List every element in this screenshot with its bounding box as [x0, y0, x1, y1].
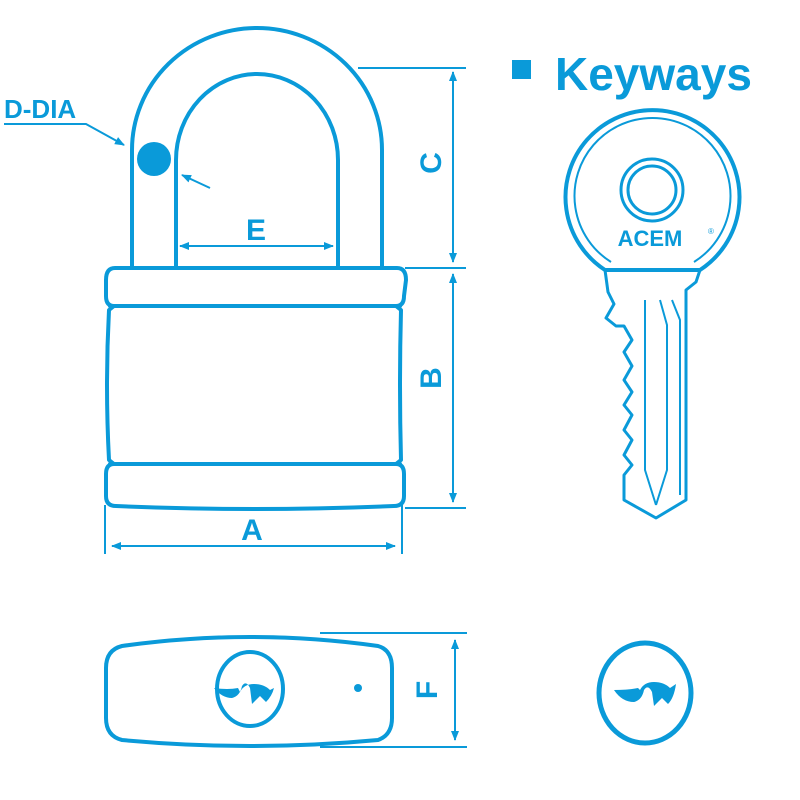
keyway-profile — [596, 640, 694, 746]
dimension-e-label: E — [246, 214, 266, 247]
diameter-dot-icon — [137, 142, 171, 176]
keyways-heading: Keyways — [512, 48, 752, 100]
dimension-f: F — [320, 632, 467, 748]
keyways-title: Keyways — [555, 48, 752, 100]
pin-dot-icon — [354, 684, 362, 692]
lock-body — [104, 266, 408, 511]
key-brand-mark: ® — [708, 227, 714, 236]
dimension-e: E — [179, 214, 334, 250]
d-dia-annotation: D-DIA — [4, 94, 211, 189]
dimension-c: C — [358, 67, 466, 269]
dimension-f-label: F — [411, 681, 444, 699]
dimension-a-label: A — [241, 514, 263, 547]
lock-bottom-view — [104, 635, 394, 748]
dimension-a: A — [104, 505, 403, 554]
keyway-glyph-icon — [214, 683, 274, 704]
key-brand: ACEM — [618, 226, 683, 251]
bullet-square-icon — [512, 60, 531, 79]
d-dia-label: D-DIA — [4, 94, 76, 124]
keyway-profile-glyph-icon — [614, 682, 676, 706]
dimension-b-label: B — [415, 367, 448, 389]
dimension-c-label: C — [415, 152, 448, 174]
dimension-b: B — [405, 273, 466, 509]
key-illustration: ACEM ® — [563, 108, 742, 520]
shackle — [130, 26, 384, 270]
